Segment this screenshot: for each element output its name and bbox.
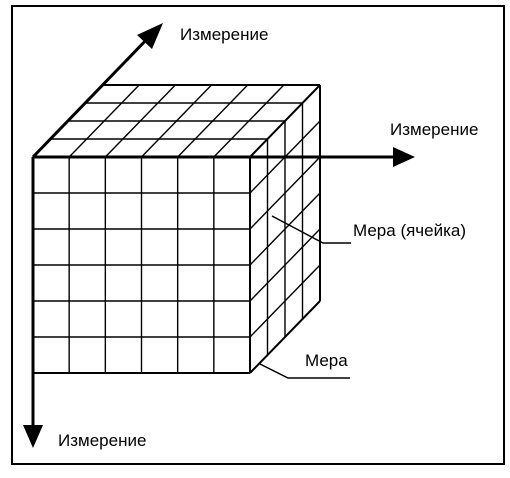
diagram-frame — [11, 5, 505, 465]
measure-label: Мера — [305, 351, 348, 370]
measure-leader-line — [259, 363, 350, 379]
side-face-depth-line — [249, 192, 321, 266]
dimension-axis-diagonal — [31, 23, 163, 159]
side-face-depth-line — [249, 156, 321, 230]
dimension-axis-horizontal — [33, 147, 415, 167]
measure-cell-leader-line — [271, 215, 351, 244]
dimension-label-bottom: Измерение — [58, 431, 146, 450]
measure-cell-label: Мера (ячейка) — [353, 221, 466, 240]
cube-grid — [32, 84, 321, 374]
dimension-axis-vertical — [23, 157, 43, 448]
side-face-depth-line — [249, 84, 321, 158]
dimension-label-top: Измерение — [180, 25, 268, 44]
side-face-depth-line — [249, 300, 321, 374]
side-face-depth-line — [249, 228, 321, 302]
side-face-depth-line — [249, 264, 321, 338]
dimension-label-right: Измерение — [390, 120, 478, 139]
